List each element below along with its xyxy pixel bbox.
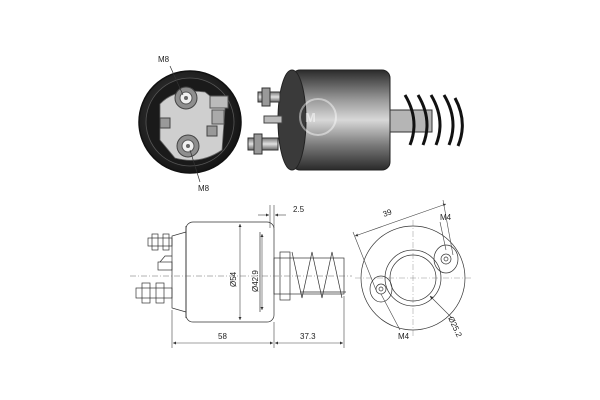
svg-text:M: M [305, 110, 316, 125]
dim-bore-diameter: Ø42.9 [251, 270, 260, 292]
line-drawing-side-view: 2.5 Ø54 Ø42.9 58 37.3 [130, 205, 352, 348]
photo-end-cap-view: M8 M8 [138, 55, 242, 193]
dim-body-length: 58 [218, 332, 227, 341]
dim-center-bore: Ø25.2 [446, 315, 464, 339]
callout-bottom-terminal: M8 [198, 184, 210, 193]
photo-side-view: M [247, 69, 464, 171]
dim-body-diameter: Ø54 [229, 271, 238, 287]
dim-plunger-length: 37.3 [300, 332, 316, 341]
callout-top-terminal: M8 [158, 55, 170, 64]
dim-hole-spacing: 39 [382, 207, 394, 219]
line-drawing-end-view: 39 M4 M4 Ø25.2 [352, 199, 471, 341]
dim-bottom-thread: M4 [398, 332, 410, 341]
dim-gap: 2.5 [293, 205, 305, 214]
dim-top-thread: M4 [440, 213, 452, 222]
